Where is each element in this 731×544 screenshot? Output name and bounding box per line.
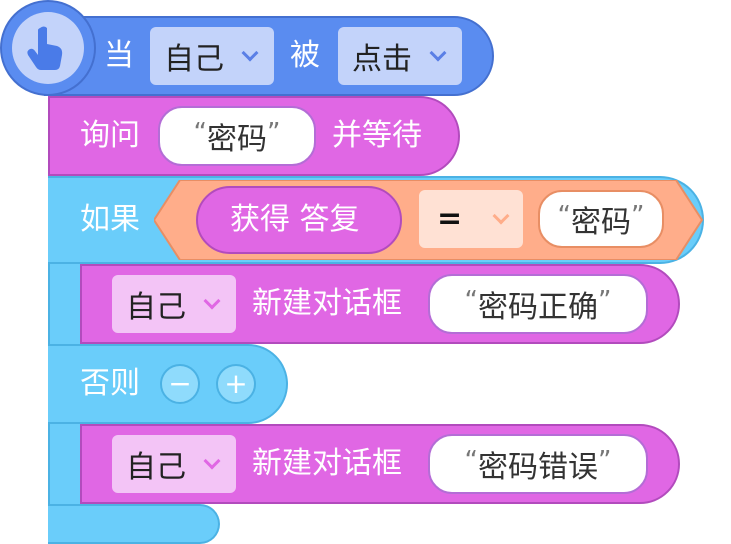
sprite-target-dropdown[interactable]: 自己 (150, 27, 274, 85)
get-answer-reporter[interactable] (196, 186, 402, 254)
is-label: 被 (290, 38, 320, 73)
ask-label: 询问 (80, 118, 140, 153)
chevron-down-icon (492, 207, 510, 225)
if-else-bottom (48, 504, 220, 544)
else-label: 否则 (80, 366, 140, 401)
chevron-down-icon (203, 292, 221, 310)
if-label: 如果 (80, 202, 140, 237)
chevron-down-icon (241, 44, 259, 62)
else-target-dropdown[interactable]: 自己 (112, 435, 236, 493)
else-new-dialog-label: 新建对话框 (252, 446, 402, 481)
chevron-down-icon (203, 452, 221, 470)
operator-dropdown[interactable]: = (419, 190, 523, 248)
compare-text-input[interactable]: “密码” (538, 190, 664, 248)
ask-prompt-input[interactable]: “密码” (158, 106, 316, 166)
else-dialog-text-input[interactable]: “密码错误” (428, 434, 648, 494)
hand-pointer-icon (27, 26, 63, 70)
ask-wait-label: 并等待 (332, 118, 422, 153)
then-target-dropdown[interactable]: 自己 (112, 275, 236, 333)
else-add-button[interactable]: + (216, 364, 256, 404)
then-dialog-text-input[interactable]: “密码正确” (428, 274, 648, 334)
when-label: 当 (104, 38, 134, 73)
event-action-dropdown[interactable]: 点击 (338, 27, 462, 85)
else-remove-button[interactable]: − (160, 364, 200, 404)
chevron-down-icon (429, 44, 447, 62)
then-new-dialog-label: 新建对话框 (252, 286, 402, 321)
get-answer-label: 获得 答复 (230, 202, 360, 237)
